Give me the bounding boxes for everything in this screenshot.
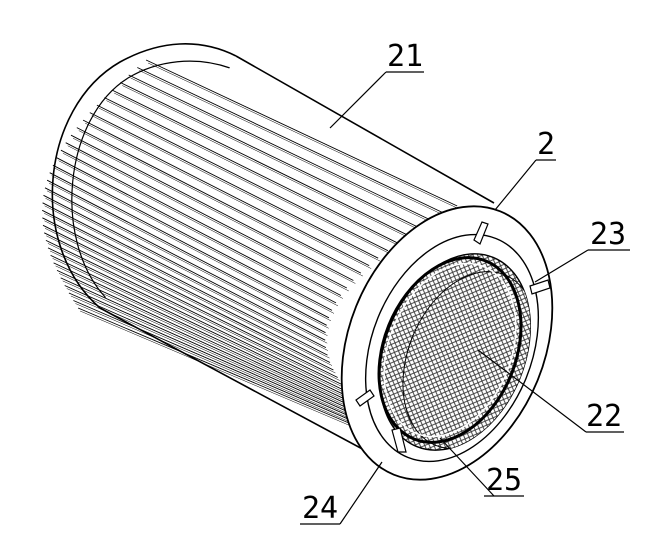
callout-25: 25 bbox=[439, 437, 524, 498]
pleat-fold-line bbox=[62, 152, 344, 299]
support-ribs bbox=[355, 221, 551, 453]
callout-23: 23 bbox=[534, 217, 630, 283]
pleat-line bbox=[41, 209, 328, 356]
pleat-line bbox=[70, 134, 354, 281]
pleat-fold-line bbox=[44, 228, 336, 374]
pleat-fold-line bbox=[44, 213, 330, 359]
pleat-line bbox=[42, 224, 334, 371]
svg-text:23: 23 bbox=[590, 217, 626, 252]
pleat-line bbox=[44, 232, 338, 378]
pleat-fold-line bbox=[45, 198, 328, 344]
pleat-line bbox=[120, 82, 421, 229]
pleat-line bbox=[145, 59, 458, 207]
pleat-line bbox=[43, 194, 326, 341]
callout-2: 2 bbox=[494, 127, 556, 211]
pleat-fold-line bbox=[106, 100, 401, 247]
pleat-line bbox=[42, 217, 331, 363]
pleat-fold-line bbox=[49, 250, 351, 396]
svg-text:22: 22 bbox=[586, 399, 622, 434]
pleat-line bbox=[89, 112, 379, 259]
pleat-fold-line bbox=[147, 62, 460, 210]
pleat-line bbox=[47, 247, 349, 393]
pleat-fold-line bbox=[66, 288, 390, 433]
pleat-line bbox=[112, 89, 410, 237]
pleat-fold-line bbox=[67, 145, 349, 292]
inner-mesh-tube bbox=[378, 253, 538, 451]
pleat-line bbox=[56, 157, 337, 304]
callout-21: 21 bbox=[329, 39, 424, 129]
pleat-fold-line bbox=[78, 130, 364, 277]
pleat-line bbox=[53, 262, 363, 408]
callout-24: 24 bbox=[300, 461, 383, 526]
pleat-line bbox=[46, 179, 327, 326]
pleat-line bbox=[128, 74, 433, 222]
pleat-line bbox=[96, 104, 389, 252]
svg-text:2: 2 bbox=[537, 127, 555, 162]
pleat-fold-line bbox=[55, 265, 365, 411]
pleat-line bbox=[44, 187, 326, 334]
pleat-fold-line bbox=[46, 190, 328, 336]
svg-text:25: 25 bbox=[486, 463, 522, 498]
pleat-fold-line bbox=[130, 77, 435, 225]
pleated-filter-media bbox=[41, 59, 460, 456]
svg-text:21: 21 bbox=[387, 39, 423, 74]
pleat-line bbox=[45, 239, 343, 386]
pleat-fold-line bbox=[54, 167, 335, 314]
pleat-fold-line bbox=[122, 85, 423, 232]
pleat-fold-line bbox=[48, 182, 329, 329]
pleat-fold-line bbox=[114, 92, 412, 240]
pleat-fold-line bbox=[98, 107, 391, 254]
pleat-fold-line bbox=[70, 295, 400, 441]
pleat-line bbox=[64, 285, 388, 431]
pleat-line bbox=[60, 149, 342, 296]
pleat-line bbox=[56, 269, 371, 416]
pleat-line bbox=[52, 164, 333, 311]
pleat-line bbox=[76, 127, 362, 274]
rear-end-cap bbox=[51, 43, 237, 309]
pleat-fold-line bbox=[44, 205, 329, 351]
pleat-line bbox=[49, 172, 330, 319]
pleat-fold-line bbox=[58, 160, 339, 307]
svg-text:24: 24 bbox=[302, 491, 338, 526]
pleat-fold-line bbox=[91, 115, 381, 262]
pleat-fold-line bbox=[139, 70, 447, 217]
pleat-line bbox=[60, 277, 379, 423]
pleat-line bbox=[50, 254, 356, 401]
pleat-line bbox=[137, 67, 445, 214]
callout-22: 22 bbox=[477, 349, 624, 434]
pleat-line bbox=[42, 202, 327, 349]
pleat-line bbox=[104, 97, 399, 244]
pleat-fold-line bbox=[72, 137, 356, 284]
pleat-line bbox=[68, 292, 398, 438]
pleat-fold-line bbox=[51, 175, 332, 322]
pleat-fold-line bbox=[84, 122, 372, 269]
pleat-line bbox=[65, 142, 348, 289]
pleat-fold-line bbox=[62, 280, 381, 426]
pleat-fold-line bbox=[52, 258, 358, 404]
pleat-fold-line bbox=[46, 235, 340, 381]
pleat-fold-line bbox=[58, 273, 373, 418]
pleat-fold-line bbox=[47, 243, 345, 389]
pleat-fold-line bbox=[44, 220, 333, 366]
pleat-line bbox=[82, 119, 370, 267]
